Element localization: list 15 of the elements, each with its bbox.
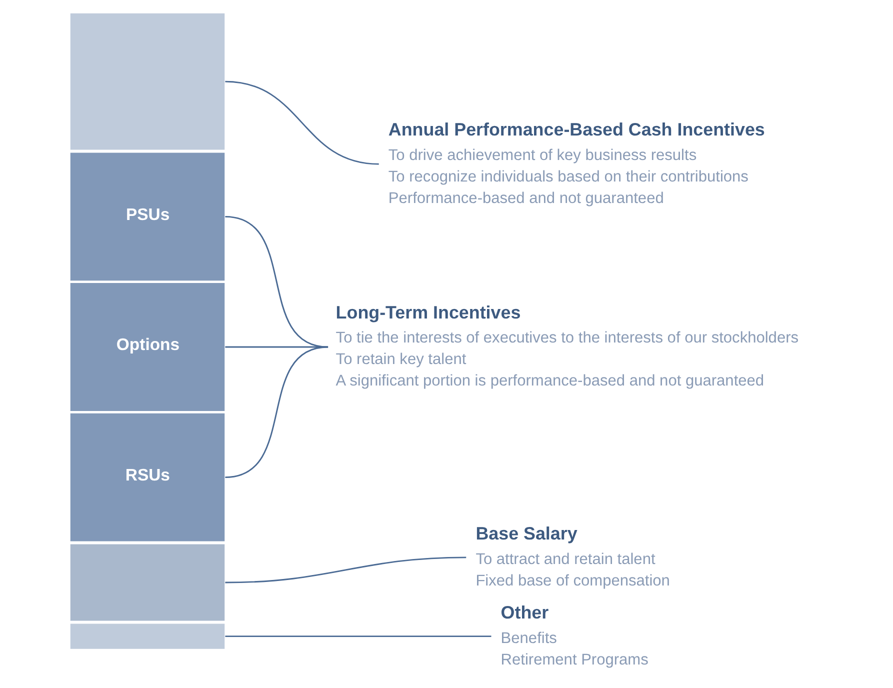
node-text: Annual Performance-Based Cash Incentives To drive achievement of key business results To recognize individuals based on their contributions Performance-based and not guaranteed bbox=[388, 119, 764, 207]
node-box: RSUs bbox=[68, 412, 226, 542]
connector bbox=[224, 346, 328, 478]
node-text: Other Benefits Retirement Programs bbox=[500, 602, 648, 668]
node-box: PSUs bbox=[68, 152, 226, 282]
connector bbox=[224, 556, 466, 584]
node-box: Options bbox=[68, 282, 226, 412]
connector bbox=[224, 80, 378, 165]
node-box bbox=[68, 12, 226, 151]
node-box bbox=[68, 622, 226, 650]
node-text: Long-Term Incentives To tie the interests of executives to the interests of our stockholders To retain key talent A significant portion is performance-based and not guaranteed bbox=[335, 302, 798, 390]
connector bbox=[224, 636, 491, 638]
node-text: Base Salary To attract and retain talent Fixed base of compensation bbox=[475, 523, 670, 590]
node-box bbox=[68, 543, 226, 622]
connector bbox=[224, 216, 328, 348]
